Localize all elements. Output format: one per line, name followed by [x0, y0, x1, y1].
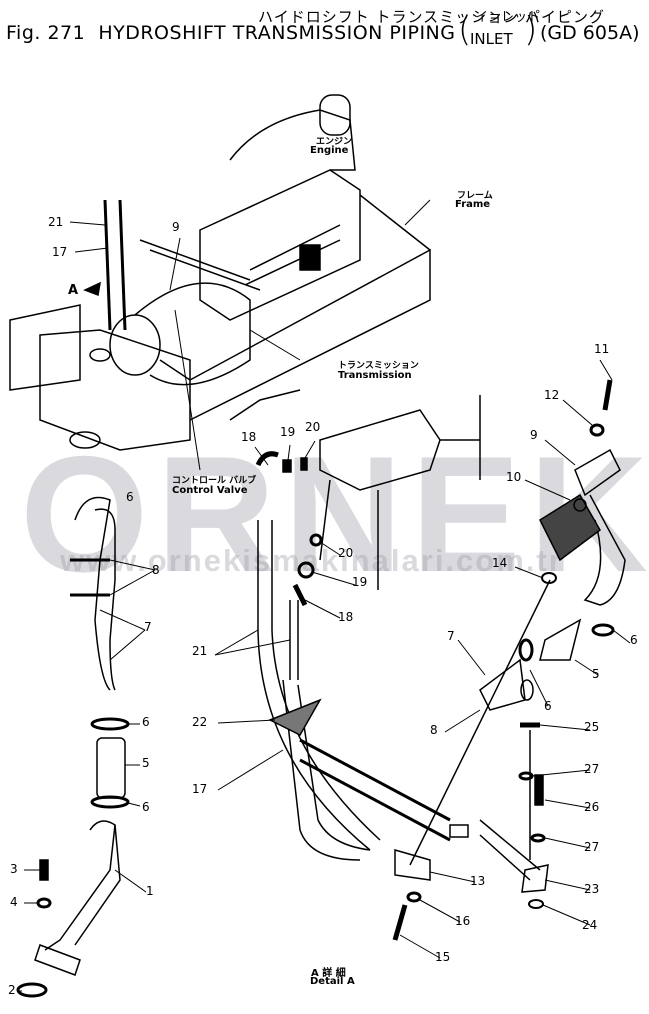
callout: 25	[584, 720, 600, 734]
callout: 6	[630, 633, 638, 647]
engine-drawing	[199, 94, 361, 321]
callout: 17	[192, 782, 208, 796]
inlet-japanese: インレット	[475, 10, 541, 25]
callout: 14	[492, 556, 508, 570]
frame-label-jp: フレーム	[457, 191, 493, 201]
view-arrow-icon	[83, 281, 101, 297]
transmission-label-jp: トランスミッション	[338, 361, 419, 371]
callout: 1	[146, 884, 154, 898]
callout: 27	[584, 840, 600, 854]
control-valve-label: Control Valve	[172, 485, 248, 496]
control-valve-drawing	[255, 395, 481, 590]
callout: 9	[530, 428, 538, 442]
callout: 27	[584, 762, 600, 776]
frame-label: Frame	[455, 199, 491, 210]
callout: 2	[8, 983, 16, 997]
transmission-label: Transmission	[338, 370, 412, 381]
left-pipe-assembly	[16, 496, 130, 998]
title-japanese: ハイドロシフト トランスミッション パイピング	[258, 8, 605, 26]
callout: 6	[142, 800, 150, 814]
callout: 3	[10, 862, 18, 876]
callout: 20	[338, 546, 354, 560]
callout: 19	[280, 425, 296, 439]
leader-lines	[18, 199, 631, 992]
watermark-url: www.ornekismakinalari.com.tr	[60, 543, 563, 578]
callout: 21	[48, 215, 64, 229]
page-title: Fig. 271 HYDROSHIFT TRANSMISSION PIPING	[6, 22, 456, 44]
model-label: (GD 605A)	[540, 22, 640, 44]
callout: 22	[192, 715, 208, 729]
engine-label-jp: エンジン	[316, 137, 353, 147]
inlet-label: INLET	[470, 30, 513, 48]
callout: 8	[152, 563, 160, 577]
callout: 20	[305, 420, 321, 434]
callout: 24	[582, 918, 598, 932]
callout: 12	[544, 388, 560, 402]
callout: 23	[584, 882, 600, 896]
view-a-label: A	[68, 283, 79, 298]
detail-label: Detail A	[310, 976, 355, 987]
callout: 26	[584, 800, 600, 814]
frame-outline	[159, 194, 431, 421]
detail-label-jp: A 詳 細	[311, 968, 346, 979]
transmission-drawing	[9, 199, 261, 451]
callout: 21	[192, 644, 208, 658]
callout: 4	[10, 895, 18, 909]
callout: 10	[506, 470, 522, 484]
title-text: HYDROSHIFT TRANSMISSION PIPING	[98, 22, 456, 44]
paren-open: (	[458, 10, 472, 50]
callout: 8	[430, 723, 438, 737]
callout: 13	[470, 874, 486, 888]
control-valve-label-jp: コントロール バルブ	[172, 476, 257, 486]
callout: 7	[447, 629, 455, 643]
callout: 7	[144, 620, 152, 634]
callout: 18	[338, 610, 354, 624]
callout: 6	[544, 699, 552, 713]
hose-assembly	[257, 520, 551, 941]
callout: 5	[142, 756, 150, 770]
figure-number: Fig. 271	[6, 22, 86, 44]
callout: 9	[172, 220, 180, 234]
callout: 5	[592, 667, 600, 681]
callout: 15	[435, 950, 451, 964]
callout: 6	[126, 490, 134, 504]
callout: 19	[352, 575, 368, 589]
callout: 16	[455, 914, 471, 928]
right-parts-assembly	[479, 379, 626, 909]
callout: 11	[594, 342, 610, 356]
callout: 18	[241, 430, 257, 444]
engine-label: Engine	[310, 145, 349, 156]
callout: 17	[52, 245, 68, 259]
paren-close: )	[524, 10, 538, 50]
callout: 6	[142, 715, 150, 729]
